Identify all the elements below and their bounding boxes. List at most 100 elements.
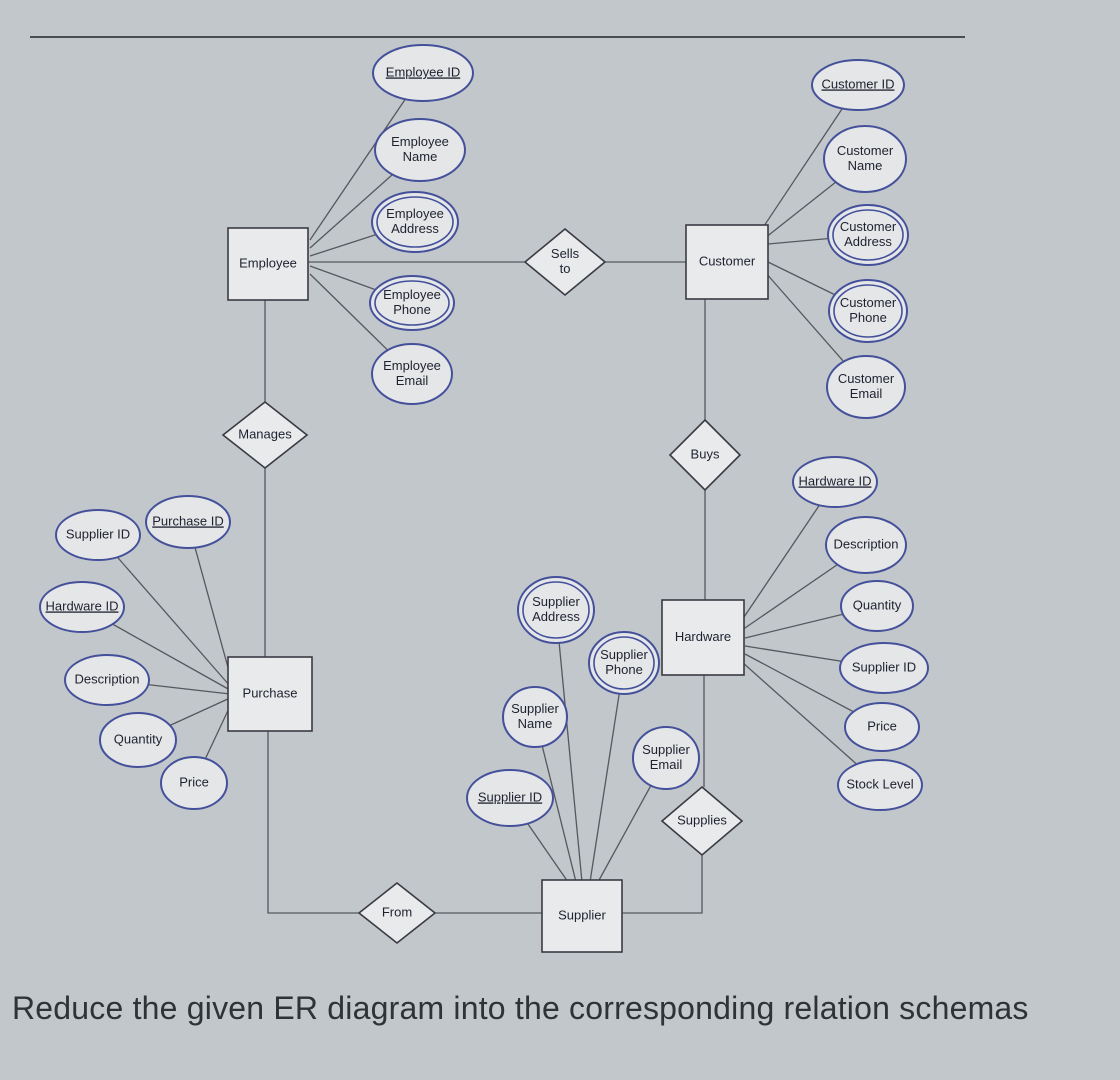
relationship-from: From xyxy=(357,881,437,945)
entity-box xyxy=(227,227,309,301)
attribute-ellipse xyxy=(837,759,923,811)
attribute-ellipse xyxy=(466,769,554,827)
attribute-label: Hardware ID xyxy=(46,598,119,613)
relationship-buys: Buys xyxy=(668,418,742,492)
attribute-ellipse xyxy=(371,343,453,405)
attribute-label: Employee xyxy=(383,287,441,302)
attribute-pur_description: Description xyxy=(64,654,150,706)
attribute-label: Customer xyxy=(840,295,897,310)
attribute-hw_supplier_id: Supplier ID xyxy=(839,642,929,694)
attribute-label: Supplier ID xyxy=(66,526,130,541)
attribute-ellipse xyxy=(840,580,914,632)
attribute-hw_id: Hardware ID xyxy=(792,456,878,508)
attribute-hw_price: Price xyxy=(844,702,920,752)
attribute-hw_description: Description xyxy=(825,516,907,574)
attribute-label: Employee ID xyxy=(386,64,460,79)
attribute-label: Address xyxy=(532,609,580,624)
entity-hardware: Hardware xyxy=(661,599,745,676)
attribute-label: Name xyxy=(518,716,553,731)
multivalued-inner-ellipse xyxy=(593,636,655,690)
attribute-label: Employee xyxy=(391,134,449,149)
relationship-label: to xyxy=(560,261,571,276)
entity-employee: Employee xyxy=(227,227,309,301)
attribute-label: Phone xyxy=(605,662,643,677)
attribute-ellipse xyxy=(99,712,177,768)
attribute-connector-sup_address xyxy=(555,609,583,883)
attribute-label: Supplier xyxy=(532,594,580,609)
attribute-label: Customer xyxy=(840,219,897,234)
entity-supplier: Supplier xyxy=(541,879,623,953)
entity-box xyxy=(227,656,313,732)
multivalued-inner-ellipse xyxy=(522,581,590,639)
attribute-ellipse xyxy=(39,581,125,633)
attribute-pur_purchase_id: Purchase ID xyxy=(145,495,231,549)
attribute-label: Customer xyxy=(837,143,894,158)
attribute-label: Supplier xyxy=(600,647,648,662)
attribute-label: Name xyxy=(403,149,438,164)
attribute-connector-pur_supplier_id xyxy=(97,534,231,687)
attribute-label: Customer xyxy=(838,371,895,386)
relationship-diamond xyxy=(523,227,607,297)
attribute-ellipse xyxy=(588,631,660,695)
attribute-label: Customer ID xyxy=(822,76,895,91)
relationship-label: Buys xyxy=(691,446,720,461)
attribute-label: Quantity xyxy=(853,597,902,612)
connector-purchase-from xyxy=(267,731,359,914)
attribute-label: Name xyxy=(848,158,883,173)
question-caption: Reduce the given ER diagram into the cor… xyxy=(12,990,1029,1026)
attribute-ellipse xyxy=(160,756,228,810)
attribute-hw_quantity: Quantity xyxy=(840,580,914,632)
relationship-diamond xyxy=(221,400,309,470)
attribute-label: Description xyxy=(833,536,898,551)
attribute-label: Purchase ID xyxy=(152,513,224,528)
top-divider xyxy=(30,36,965,38)
multivalued-inner-ellipse xyxy=(833,284,903,338)
attribute-connector-cust_id xyxy=(759,84,859,233)
attribute-label: Address xyxy=(391,221,439,236)
attribute-ellipse xyxy=(632,726,700,790)
relationship-manages: Manages xyxy=(221,400,309,470)
attribute-ellipse xyxy=(792,456,878,508)
relationship-label: Sells xyxy=(551,246,580,261)
attribute-ellipse xyxy=(517,576,595,644)
attribute-label: Price xyxy=(867,718,897,733)
attribute-label: Address xyxy=(844,234,892,249)
attribute-emp_id: Employee ID xyxy=(372,44,474,102)
attribute-pur_hardware_id: Hardware ID xyxy=(39,581,125,633)
attribute-label: Email xyxy=(396,373,429,388)
entity-label: Hardware xyxy=(675,629,731,644)
entity-box xyxy=(541,879,623,953)
attribute-ellipse xyxy=(369,275,455,331)
entity-label: Employee xyxy=(239,255,297,270)
attribute-pur_price: Price xyxy=(160,756,228,810)
attribute-sup_id: Supplier ID xyxy=(466,769,554,827)
multivalued-inner-ellipse xyxy=(376,196,454,248)
relationship-label: Supplies xyxy=(677,812,727,827)
attribute-label: Supplier xyxy=(511,701,559,716)
entity-label: Supplier xyxy=(558,907,606,922)
entity-label: Customer xyxy=(699,253,756,268)
attribute-label: Phone xyxy=(849,310,887,325)
entity-customer: Customer xyxy=(685,224,769,300)
attribute-label: Employee xyxy=(386,206,444,221)
attribute-label: Supplier xyxy=(642,742,690,757)
relationship-label: Manages xyxy=(238,426,292,441)
attribute-ellipse xyxy=(828,279,908,343)
attribute-pur_supplier_id: Supplier ID xyxy=(55,509,141,561)
attribute-ellipse xyxy=(502,686,568,748)
entity-box xyxy=(685,224,769,300)
attribute-connector-emp_id xyxy=(309,72,424,241)
attribute-label: Email xyxy=(650,757,683,772)
